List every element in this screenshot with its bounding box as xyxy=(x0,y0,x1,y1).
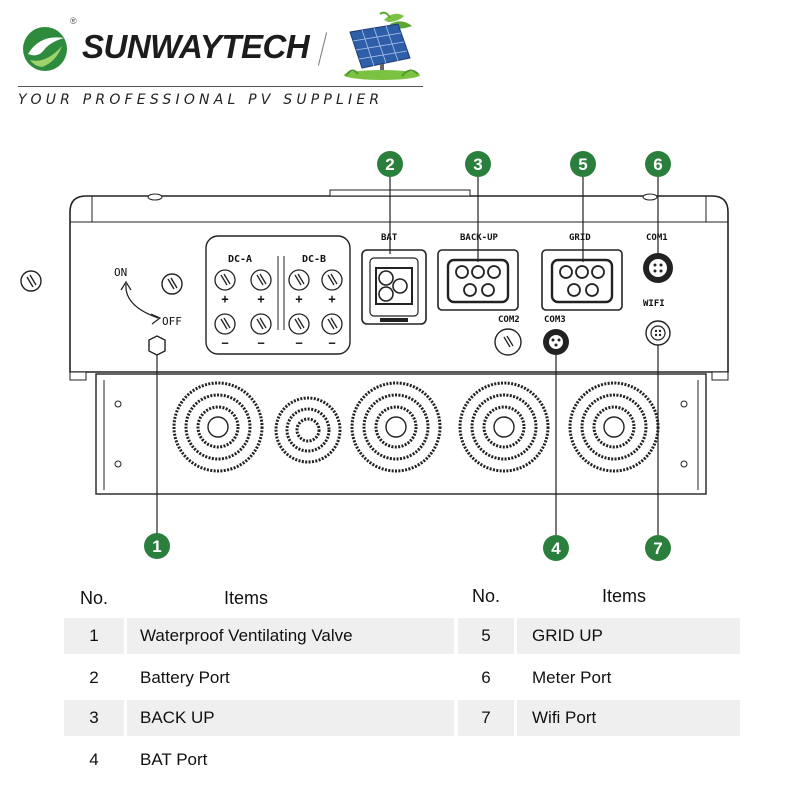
row-item: Meter Port xyxy=(532,668,612,687)
header-items-right: Items xyxy=(602,586,647,606)
dc-minus-1: − xyxy=(221,336,228,350)
com3-label: COM3 xyxy=(544,315,566,325)
inverter-diagram: ON OFF DC-A DC-B xyxy=(20,151,729,561)
row-no: 3 xyxy=(89,708,99,727)
com1-port: COM1 xyxy=(643,233,673,283)
vent-valve-icon xyxy=(148,335,166,356)
table-row: 3 BACK UP xyxy=(64,700,454,736)
fan-3 xyxy=(350,381,442,473)
dc-plus-3: + xyxy=(295,292,302,306)
svg-text:7: 7 xyxy=(653,539,662,558)
fan-2 xyxy=(274,396,342,464)
grid-label: GRID xyxy=(569,233,591,243)
backup-label: BACK-UP xyxy=(460,233,499,243)
dc-b-label: DC-B xyxy=(302,254,326,265)
dc-plus-1: + xyxy=(221,292,228,306)
dc-a-label: DC-A xyxy=(228,254,252,265)
com1-label: COM1 xyxy=(646,233,668,243)
row-item: Waterproof Ventilating Valve xyxy=(140,626,353,645)
dc-switch: ON OFF xyxy=(114,266,183,328)
dc-minus-3: − xyxy=(295,336,302,350)
row-no: 1 xyxy=(89,626,99,645)
brand-header: ® SUNWAYTECH YOUR PROFESSIONAL PV SUPPLI… xyxy=(18,10,428,110)
solar-panel-icon xyxy=(344,11,420,80)
dc-terminal-panel: DC-A DC-B + + + + − − − − xyxy=(205,235,351,355)
svg-text:3: 3 xyxy=(473,155,482,174)
svg-text:5: 5 xyxy=(578,155,587,174)
dc-plus-2: + xyxy=(257,292,264,306)
row-no: 7 xyxy=(481,708,491,727)
row-no: 5 xyxy=(481,626,491,645)
fan-housing xyxy=(95,373,707,495)
cell-gap xyxy=(514,700,517,736)
row-no: 2 xyxy=(89,668,99,687)
callout-7: 7 xyxy=(645,535,671,561)
table-row: 1 Waterproof Ventilating Valve xyxy=(64,618,454,654)
fan-1 xyxy=(172,381,264,473)
row-item: GRID UP xyxy=(532,626,603,645)
svg-text:6: 6 xyxy=(653,155,662,174)
com2-port: COM2 xyxy=(494,315,522,356)
svg-text:4: 4 xyxy=(551,539,561,558)
svg-text:1: 1 xyxy=(152,537,161,556)
registered-mark: ® xyxy=(70,16,77,26)
switch-on-label: ON xyxy=(114,266,127,279)
brand-divider-line xyxy=(18,86,423,87)
header-no-left: No. xyxy=(79,588,108,608)
header-no-right: No. xyxy=(471,586,500,606)
row-item: BAT Port xyxy=(140,750,208,769)
wifi-label: WIFI xyxy=(643,299,665,309)
dc-minus-4: − xyxy=(328,336,335,350)
callout-6: 6 xyxy=(645,151,671,177)
dc-minus-2: − xyxy=(257,336,264,350)
table-row: 6 Meter Port xyxy=(458,660,740,696)
brand-tagline: YOUR PROFESSIONAL PV SUPPLIER xyxy=(18,92,384,108)
callout-2: 2 xyxy=(377,151,403,177)
table-row: 2 Battery Port xyxy=(64,660,454,696)
side-screw-icon xyxy=(20,270,42,292)
callout-3: 3 xyxy=(465,151,491,177)
dc-plus-4: + xyxy=(328,292,335,306)
row-item: Wifi Port xyxy=(532,708,597,727)
switch-off-label: OFF xyxy=(162,315,182,328)
cell-gap xyxy=(124,700,127,736)
brand-separator xyxy=(317,32,328,66)
grid-connector: GRID xyxy=(541,233,623,311)
row-no: 6 xyxy=(481,668,491,687)
callout-5: 5 xyxy=(570,151,596,177)
row-item: BACK UP xyxy=(140,708,215,727)
cell-gap xyxy=(124,618,127,654)
com2-label: COM2 xyxy=(498,315,520,325)
svg-text:2: 2 xyxy=(385,155,394,174)
cell-gap xyxy=(514,618,517,654)
row-item: Battery Port xyxy=(140,668,230,687)
table-row: 5 GRID UP xyxy=(458,618,740,654)
fan-4 xyxy=(458,381,550,473)
callout-1: 1 xyxy=(144,533,170,559)
header-items-left: Items xyxy=(224,588,269,608)
brand-name: SUNWAYTECH xyxy=(82,28,310,65)
table-row: 4 BAT Port xyxy=(64,742,454,778)
backup-connector: BACK-UP xyxy=(437,233,519,311)
callout-lines xyxy=(156,176,659,536)
brand-logo-icon xyxy=(23,27,67,71)
table-row: 7 Wifi Port xyxy=(458,700,740,736)
callout-4: 4 xyxy=(543,535,569,561)
com3-port: COM3 xyxy=(543,315,569,355)
row-no: 4 xyxy=(89,750,99,769)
